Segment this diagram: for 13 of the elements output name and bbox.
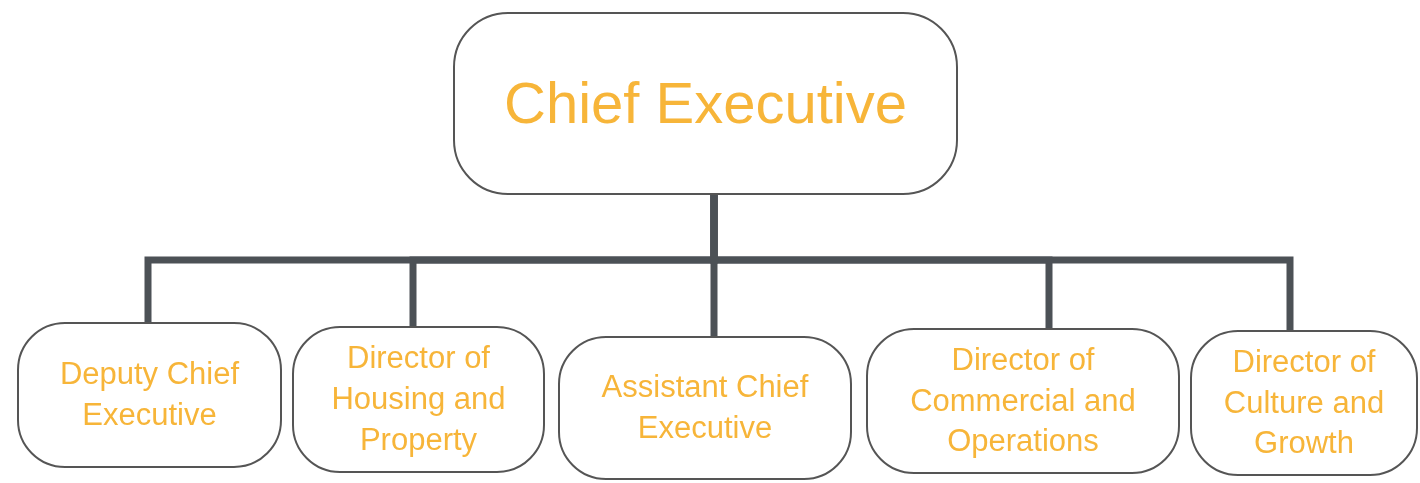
connector-line	[710, 195, 1294, 330]
role-title: Director of Housing and Property	[330, 339, 507, 459]
rounded-box	[17, 322, 282, 468]
rounded-box	[292, 326, 545, 473]
role-title: Assistant Chief Executive	[600, 368, 810, 447]
role-title: Director of Commercial and Operations	[909, 340, 1137, 461]
role-title: Chief Executive	[504, 69, 907, 138]
role-title: Deputy Chief Executive	[58, 355, 241, 434]
rounded-box	[1190, 330, 1418, 476]
role-title: Director of Culture and Growth	[1222, 342, 1386, 463]
rounded-box	[866, 328, 1180, 474]
rounded-box	[558, 336, 852, 480]
rounded-box	[453, 12, 958, 195]
